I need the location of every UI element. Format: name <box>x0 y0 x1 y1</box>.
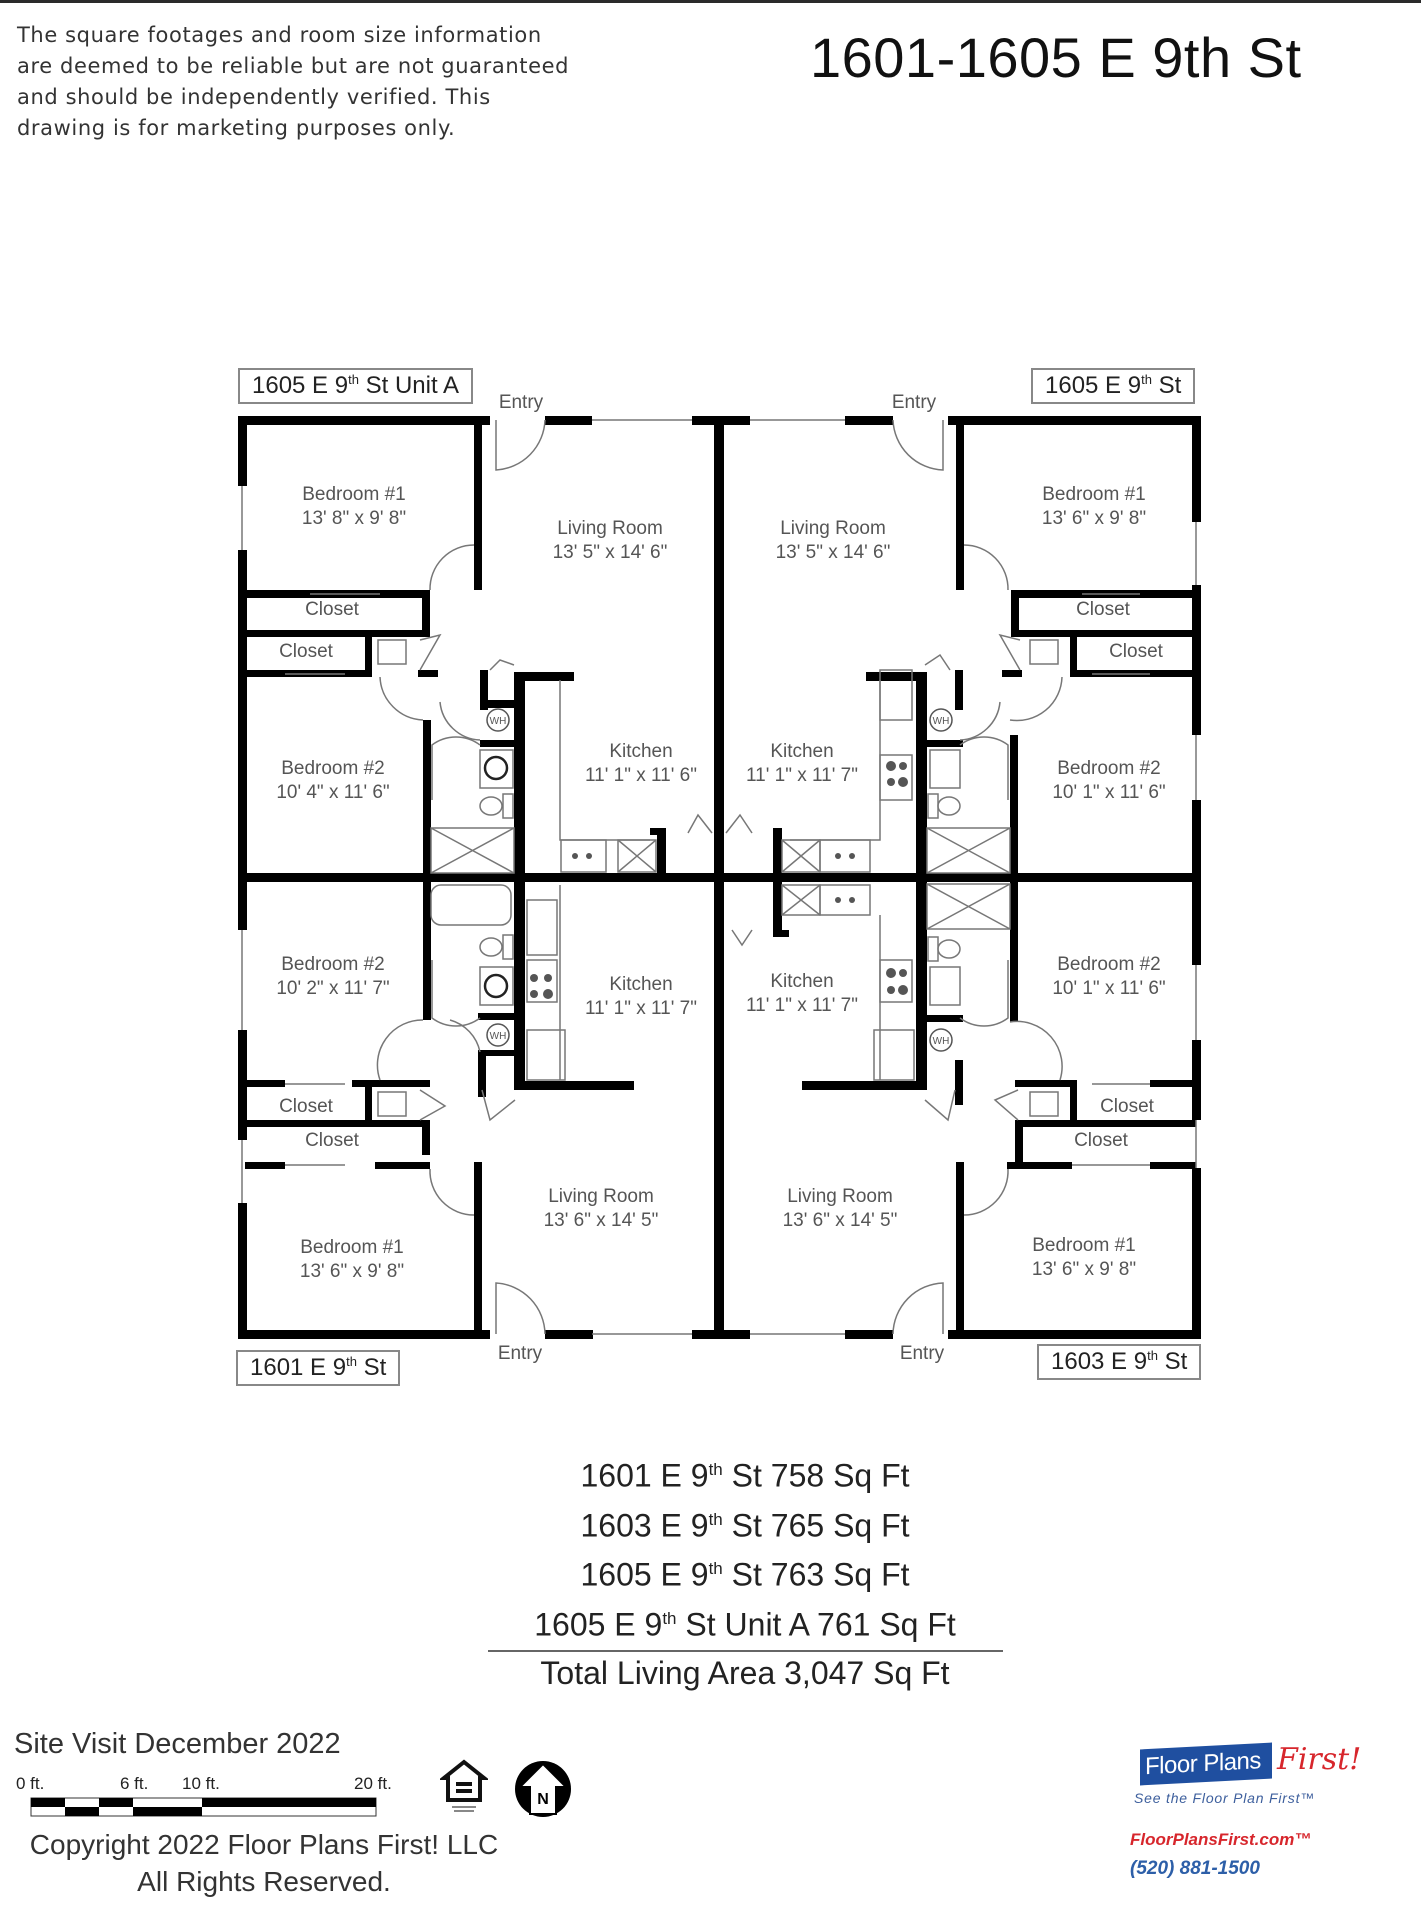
logo-url-link[interactable]: FloorPlansFirst.com™ <box>1130 1830 1312 1849</box>
sqft-row: 1605 E 9th St Unit A 761 Sq Ft <box>534 1606 956 1643</box>
room-name: Bedroom #2 <box>1057 758 1161 779</box>
room-name: Living Room <box>557 518 663 539</box>
room-name: Closet <box>1076 599 1131 620</box>
room-name: Bedroom #1 <box>302 484 406 505</box>
stove-burners <box>530 761 908 999</box>
room-size: 13' 6" x 9' 8" <box>1032 1259 1136 1280</box>
room-size: 10' 1" x 11' 6" <box>1052 978 1165 999</box>
disclaimer-line: The square footages and room size inform… <box>17 23 542 47</box>
fixtures <box>241 419 1197 1335</box>
room-name: Living Room <box>787 1186 893 1207</box>
room-name: Bedroom #1 <box>1042 484 1146 505</box>
scale-bar <box>30 1797 377 1817</box>
disclaimer-line: and should be independently verified. Th… <box>17 85 491 109</box>
equal-housing-icon <box>440 1759 488 1812</box>
unit-label-1605: 1605 E 9th St <box>1031 368 1196 404</box>
entry-label: Entry <box>900 1343 945 1364</box>
room-size: 11' 1" x 11' 7" <box>746 765 858 786</box>
top-border <box>0 0 1421 3</box>
disclaimer-line: are deemed to be reliable but are not gu… <box>17 54 570 78</box>
room-name: Closet <box>279 1096 334 1117</box>
unit-label-1601: 1601 E 9th St <box>236 1350 401 1386</box>
unit-label-1605-unit-a: 1605 E 9th St Unit A <box>238 368 473 404</box>
room-name: Living Room <box>780 518 886 539</box>
room-name: Kitchen <box>609 974 672 995</box>
page-title: 1601-1605 E 9th St <box>810 26 1302 89</box>
room-size: 11' 1" x 11' 7" <box>585 998 697 1019</box>
room-name: Kitchen <box>770 741 833 762</box>
room-name: Living Room <box>548 1186 654 1207</box>
room-name: Bedroom #1 <box>300 1237 404 1258</box>
sqft-summary: 1601 E 9th St 758 Sq Ft 1603 E 9th St 76… <box>480 1448 1010 1695</box>
scale-labels: 0 ft. 6 ft. 10 ft. 20 ft. <box>16 1774 392 1793</box>
svg-text:WH: WH <box>490 716 507 727</box>
room-labels: Bedroom #1 13' 8" x 9' 8" Living Room 13… <box>276 392 1165 1364</box>
room-name: Kitchen <box>770 971 833 992</box>
room-size: 13' 6" x 14' 5" <box>544 1210 659 1231</box>
logo-brand-box: Floor Plans <box>1140 1742 1272 1786</box>
sqft-row: 1605 E 9th St 763 Sq Ft <box>580 1556 910 1593</box>
total-divider <box>487 1649 1003 1652</box>
entry-label: Entry <box>892 392 937 413</box>
sqft-row: 1601 E 9th St 758 Sq Ft <box>580 1457 910 1494</box>
room-size: 11' 1" x 11' 7" <box>746 995 858 1016</box>
svg-text:WH: WH <box>933 1036 950 1047</box>
svg-text:WH: WH <box>933 716 950 727</box>
room-size: 10' 2" x 11' 7" <box>276 978 389 999</box>
sqft-total: Total Living Area 3,047 Sq Ft <box>540 1654 950 1691</box>
room-name: Closet <box>1100 1096 1155 1117</box>
disclaimer: The square footages and room size inform… <box>17 20 577 144</box>
unit-label-1603: 1603 E 9th St <box>1037 1344 1202 1380</box>
room-size: 11' 1" x 11' 6" <box>585 765 697 786</box>
logo-tagline: See the Floor Plan First™ <box>1134 1790 1316 1806</box>
floor-plans-first-logo: Floor Plans First! See the Floor Plan Fi… <box>1130 1738 1390 1888</box>
room-name: Closet <box>305 599 360 620</box>
north-arrow-icon: N <box>515 1761 571 1817</box>
room-size: 13' 5" x 14' 6" <box>776 542 891 563</box>
room-name: Bedroom #2 <box>1057 954 1161 975</box>
entry-label: Entry <box>499 392 544 413</box>
room-size: 10' 1" x 11' 6" <box>1052 782 1165 803</box>
room-size: 13' 6" x 9' 8" <box>300 1261 404 1282</box>
room-name: Kitchen <box>609 741 672 762</box>
room-name: Closet <box>279 641 334 662</box>
entry-label: Entry <box>498 1343 543 1364</box>
room-size: 10' 4" x 11' 6" <box>276 782 389 803</box>
logo-phone: (520) 881-1500 <box>1130 1858 1260 1879</box>
svg-text:WH: WH <box>490 1031 507 1042</box>
walls <box>238 416 1201 1339</box>
room-size: 13' 5" x 14' 6" <box>553 542 668 563</box>
copyright: Copyright 2022 Floor Plans First! LLC Al… <box>29 1829 499 1897</box>
room-size: 13' 6" x 9' 8" <box>1042 508 1146 529</box>
disclaimer-line: drawing is for marketing purposes only. <box>17 116 456 140</box>
logo-brand-accent: First! <box>1277 1742 1362 1777</box>
room-name: Closet <box>1109 641 1164 662</box>
svg-text:N: N <box>537 1791 549 1808</box>
water-heater-icons: WH WH WH WH <box>486 708 953 1052</box>
room-name: Closet <box>305 1130 360 1151</box>
room-name: Closet <box>1074 1130 1129 1151</box>
sqft-row: 1603 E 9th St 765 Sq Ft <box>580 1507 910 1544</box>
room-name: Bedroom #1 <box>1032 1235 1136 1256</box>
site-visit-date: Site Visit December 2022 <box>14 1728 341 1760</box>
room-name: Bedroom #2 <box>281 758 385 779</box>
room-size: 13' 6" x 14' 5" <box>783 1210 898 1231</box>
room-size: 13' 8" x 9' 8" <box>302 508 406 529</box>
room-name: Bedroom #2 <box>281 954 385 975</box>
